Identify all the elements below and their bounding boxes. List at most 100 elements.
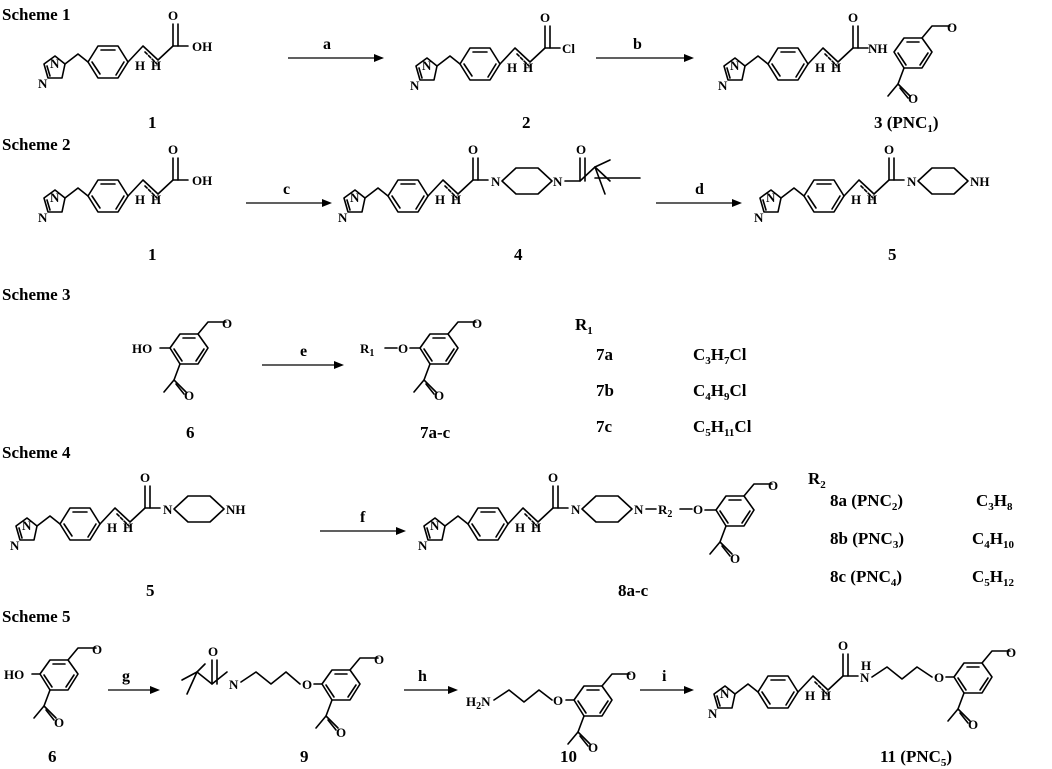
svg-text:O: O (934, 670, 944, 685)
svg-text:O: O (168, 8, 178, 23)
r1-row-7b-id: 7b (596, 381, 614, 400)
scheme-2-title: Scheme 2 (2, 135, 70, 154)
svg-text:N: N (491, 174, 501, 189)
r2-row-8a-id: 8a (PNC2) (830, 491, 903, 513)
svg-text:N: N (708, 706, 718, 721)
svg-text:H: H (861, 658, 871, 673)
compound-11-label: 11 (PNC5) (880, 747, 952, 769)
svg-text:R1: R1 (575, 315, 593, 337)
compound-6-structure: HO O O (132, 316, 232, 403)
svg-text:H: H (867, 192, 877, 207)
svg-text:N: N (163, 502, 173, 517)
svg-text:H: H (507, 60, 517, 75)
arrow-i (640, 686, 694, 694)
scheme-4-title: Scheme 4 (2, 443, 71, 462)
svg-text:N: N (350, 190, 360, 205)
svg-text:H: H (531, 520, 541, 535)
svg-text:N: N (718, 78, 728, 93)
svg-text:H: H (821, 688, 831, 703)
svg-text:H: H (151, 58, 161, 73)
r1-row-7c-id: 7c (596, 417, 613, 436)
svg-text:O: O (588, 740, 598, 755)
r2-row-8a-formula: C3H8 (976, 491, 1013, 513)
svg-text:N: N (50, 190, 60, 205)
svg-text:H: H (151, 192, 161, 207)
compound-5-label: 5 (888, 245, 897, 264)
compound-5b-label: 5 (146, 581, 155, 600)
r1-row-7a-formula: C3H7Cl (693, 345, 747, 367)
svg-text:N: N (720, 686, 730, 701)
svg-text:N: N (422, 58, 432, 73)
svg-text:O: O (626, 668, 636, 683)
r2-row-8c-id: 8c (PNC4) (830, 567, 902, 589)
svg-text:O: O (908, 91, 918, 106)
svg-text:O: O (54, 715, 64, 730)
svg-text:H: H (135, 58, 145, 73)
svg-text:O: O (398, 341, 408, 356)
svg-text:O: O (208, 644, 218, 659)
svg-text:N: N (338, 210, 348, 225)
compound-7-label: 7a-c (420, 423, 451, 442)
svg-text:N: N (907, 174, 917, 189)
compound-10-structure: H2N O O O (466, 668, 636, 755)
svg-text:O: O (693, 502, 703, 517)
reagent-c: c (283, 181, 290, 198)
svg-text:O: O (472, 316, 482, 331)
svg-text:OH: OH (192, 39, 212, 54)
compound-4-label: 4 (514, 245, 523, 264)
r2-row-8b-id: 8b (PNC3) (830, 529, 904, 551)
compound-2-structure: O Cl H H N N (410, 10, 575, 93)
svg-text:O: O (730, 551, 740, 566)
compound-2-label: 2 (522, 113, 531, 132)
compound-1-label: 1 (148, 113, 157, 132)
reagent-e: e (300, 343, 307, 360)
svg-text:N: N (430, 518, 440, 533)
scheme-1-title: Scheme 1 (2, 5, 70, 24)
svg-text:NH: NH (226, 502, 246, 517)
svg-text:HO: HO (4, 667, 24, 682)
svg-text:O: O (168, 142, 178, 157)
svg-text:H: H (435, 192, 445, 207)
reagent-i: i (662, 668, 667, 685)
svg-text:O: O (838, 638, 848, 653)
reagent-d: d (695, 181, 704, 198)
svg-text:N: N (38, 76, 48, 91)
compound-7-structure: R1 O O O (360, 316, 482, 403)
reagent-b: b (633, 36, 642, 53)
r2-substituent-table: R2 8a (PNC2) C3H8 8b (PNC3) C4H10 8c (PN… (808, 469, 1015, 589)
svg-text:N: N (766, 190, 776, 205)
svg-text:O: O (336, 725, 346, 740)
arrow-d (656, 199, 742, 207)
svg-text:O: O (1006, 645, 1016, 660)
svg-text:O: O (768, 478, 778, 493)
compound-9-structure: O N O O O (181, 644, 384, 740)
svg-text:R2: R2 (808, 469, 826, 491)
svg-text:H: H (123, 520, 133, 535)
r2-row-8c-formula: C5H12 (972, 567, 1015, 589)
compound-8-structure: O N N R2 O O O H H N N (418, 470, 778, 566)
svg-text:O: O (848, 10, 858, 25)
svg-text:O: O (374, 652, 384, 667)
svg-text:R1: R1 (360, 341, 374, 359)
compound-6-label: 6 (186, 423, 195, 442)
compound-1b-label: 1 (148, 245, 157, 264)
svg-text:H: H (851, 192, 861, 207)
svg-text:N: N (754, 210, 764, 225)
svg-text:NH: NH (868, 41, 888, 56)
svg-text:O: O (184, 388, 194, 403)
compound-10-label: 10 (560, 747, 577, 766)
r2-row-8b-formula: C4H10 (972, 529, 1015, 551)
reagent-h: h (418, 668, 427, 685)
svg-text:O: O (92, 642, 102, 657)
svg-text:N: N (410, 78, 420, 93)
svg-text:N: N (418, 538, 428, 553)
svg-text:N: N (229, 677, 239, 692)
svg-text:H: H (451, 192, 461, 207)
arrow-c (246, 199, 332, 207)
r1-row-7b-formula: C4H9Cl (693, 381, 747, 403)
svg-text:O: O (947, 20, 957, 35)
compound-6b-structure: HO O O (4, 642, 102, 730)
reagent-g: g (122, 668, 130, 685)
compound-5b-structure: O N NH H H N N (10, 470, 246, 553)
svg-text:O: O (540, 10, 550, 25)
